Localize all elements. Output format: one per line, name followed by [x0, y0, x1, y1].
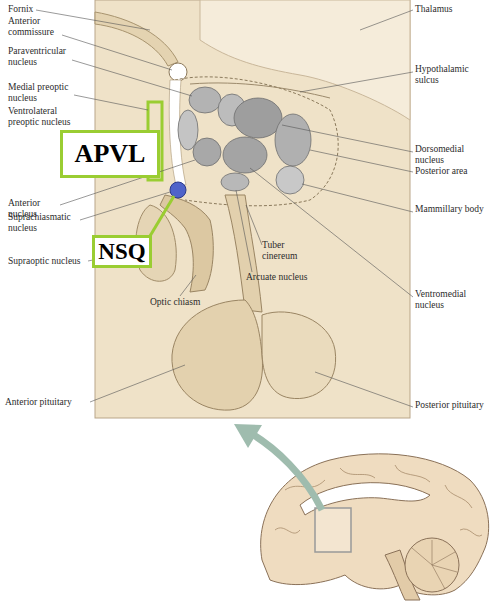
inset-locator-box [315, 508, 351, 552]
structure-label: Dorsomedial nucleus [415, 144, 490, 167]
gyrus-line [460, 529, 482, 536]
leader-line [282, 125, 413, 152]
zoom-arrow [252, 434, 322, 510]
leader-line [315, 372, 413, 407]
hypothalamus-outline [175, 77, 338, 206]
folia-line [432, 565, 457, 572]
structure-label: Thalamus [415, 4, 490, 15]
fornix-band [95, 12, 178, 66]
paraventricular-nucleus [189, 87, 221, 113]
structure-label: Paraventricular nucleus [8, 46, 74, 69]
gyrus-line [395, 465, 430, 482]
structure-label: Posterior area [415, 166, 490, 177]
structure-label: Anterior pituitary [5, 397, 95, 408]
ventromedial-nucleus [223, 137, 267, 173]
anterior-pituitary [172, 300, 263, 410]
posterior-area [275, 114, 311, 166]
cerebellum [405, 538, 459, 592]
leader-line [360, 10, 413, 30]
leader-line [302, 184, 413, 212]
nsq-pointer [150, 196, 174, 236]
leader-line [246, 205, 262, 245]
folia-line [412, 548, 432, 565]
posterior-pituitary [262, 312, 336, 399]
gyrus-line [445, 485, 472, 508]
leader-line [74, 95, 148, 110]
arcuate-nucleus [221, 173, 249, 191]
structure-label: Mammillary body [415, 204, 490, 215]
structure-label: Suprachiasmatic nucleus [8, 212, 82, 235]
medial-preoptic-nucleus [178, 110, 198, 150]
leader-line [80, 192, 170, 220]
anterior-commissure [169, 63, 187, 81]
structure-label: Ventrolateral preoptic nucleus [8, 106, 88, 129]
dorsomedial-nucleus [234, 98, 282, 138]
structure-label: Optic chiasm [150, 297, 220, 308]
leader-line [62, 35, 172, 70]
box-label: NSQ [98, 239, 145, 265]
gyrus-line [340, 468, 375, 478]
structure-label: Fornix [8, 4, 68, 15]
leader-lines [36, 10, 413, 407]
nuclei-group [178, 87, 311, 194]
leader-line [36, 10, 150, 30]
leader-line [300, 72, 413, 92]
mammillary-body [276, 166, 304, 194]
leader-line [236, 190, 252, 272]
folia-line [432, 540, 433, 565]
gyrus-line [275, 528, 300, 533]
inset-panel [95, 0, 410, 418]
structure-label: Anterior commissure [8, 16, 64, 39]
folia-line [432, 565, 445, 589]
label-box: APVL [60, 130, 160, 178]
suprachiasmatic-dot [170, 182, 186, 198]
label-box: NSQ [92, 235, 152, 268]
structure-label: Tuber cinereum [262, 240, 312, 263]
leader-line [90, 365, 185, 402]
brain-gyri [275, 465, 482, 536]
anterior-nucleus [193, 138, 221, 166]
structure-label: Posterior pituitary [415, 400, 490, 411]
structure-label: Arcuate nucleus [246, 272, 326, 283]
cerebellum-folia [412, 540, 457, 589]
structure-label: Hypothalamic sulcus [415, 64, 490, 87]
structure-label: Ventromedial nucleus [415, 289, 490, 312]
leader-line [310, 150, 413, 172]
zoom-arrowhead [234, 424, 262, 448]
structure-label: Medial preoptic nucleus [8, 82, 76, 105]
pituitary-stalk [225, 195, 262, 312]
structure-label: Supraoptic nucleus [8, 256, 94, 267]
leader-line [180, 275, 196, 296]
optic-chiasm [160, 195, 213, 292]
folia-line [432, 552, 455, 565]
box-label: APVL [75, 139, 146, 169]
leader-line [72, 60, 192, 96]
